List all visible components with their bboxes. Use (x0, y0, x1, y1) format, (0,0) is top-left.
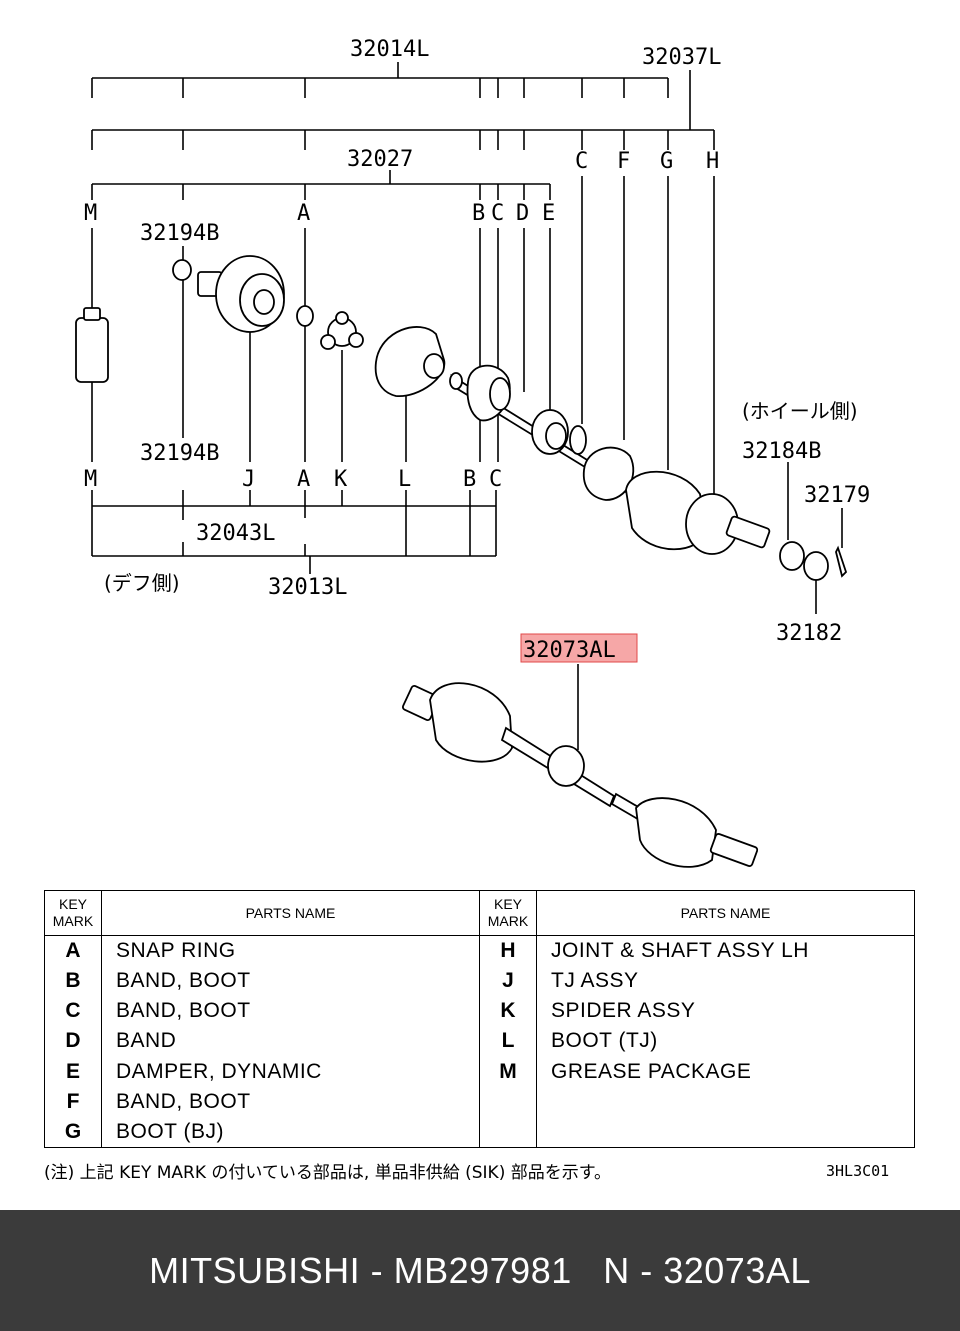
damper-part (531, 409, 569, 455)
table-row: E DAMPER, DYNAMIC M GREASE PACKAGE (44, 1056, 915, 1087)
snap-ring-part (296, 305, 314, 327)
label-32073al: 32073AL (523, 638, 616, 663)
exploded-parts (75, 255, 848, 581)
key-top-h: H (706, 149, 719, 174)
label-32194b-bottom: 32194B (140, 441, 219, 466)
key-cell: F (44, 1086, 102, 1117)
label-32013l: 32013L (268, 575, 347, 600)
table-row: A SNAP RING H JOINT & SHAFT ASSY LH (44, 935, 915, 967)
key-cell (479, 1086, 537, 1117)
key-cell: L (479, 1026, 537, 1057)
label-32037l: 32037L (642, 45, 721, 70)
assembled-shaft (401, 682, 759, 868)
parts-name-cell: BOOT (BJ) (101, 1116, 480, 1148)
key-top-c2: C (575, 149, 588, 174)
diff-side-label: (デフ側) (104, 571, 180, 595)
diagram-code: 3HL3C01 (826, 1162, 890, 1180)
key-cell: D (44, 1026, 102, 1057)
key-top-e: E (542, 201, 555, 226)
parts-name-cell: SNAP RING (101, 935, 480, 967)
parts-name-cell: DAMPER, DYNAMIC (101, 1056, 480, 1087)
part-number-banner: MITSUBISHI - MB297981 N - 32073AL (0, 1210, 960, 1331)
label-32027: 32027 (347, 147, 413, 172)
label-32014l: 32014L (350, 37, 429, 62)
washer-part (779, 541, 805, 571)
key-cell: A (44, 935, 102, 967)
labels: 32014L 32037L 32027 M A B C D E C F G H … (84, 37, 870, 663)
key-cell: B (44, 966, 102, 997)
joint-part (685, 493, 771, 555)
key-top-d: D (516, 201, 529, 226)
key-bottom-b: B (463, 467, 476, 492)
key-top-g: G (660, 149, 673, 174)
key-bottom-c: C (489, 467, 502, 492)
label-32043l: 32043L (196, 521, 275, 546)
ring-32194b (172, 259, 192, 281)
key-bottom-a: A (297, 467, 310, 492)
tj-housing-part (197, 255, 285, 333)
highlight-box (520, 633, 638, 663)
table-row: G BOOT (BJ) (44, 1116, 915, 1148)
parts-name-cell: BAND, BOOT (101, 996, 480, 1027)
key-cell: E (44, 1056, 102, 1087)
key-bottom-k: K (334, 467, 348, 492)
nut-part (803, 551, 829, 581)
parts-name-cell: BAND (101, 1026, 480, 1057)
key-cell: G (44, 1116, 102, 1148)
key-bottom-m: M (84, 467, 97, 492)
key-cell: J (479, 966, 537, 997)
parts-name-cell: BAND, BOOT (101, 1086, 480, 1117)
key-cell (479, 1116, 537, 1148)
table-row: F BAND, BOOT (44, 1086, 915, 1117)
label-32182: 32182 (776, 621, 842, 646)
table-row: C BAND, BOOT K SPIDER ASSY (44, 996, 915, 1027)
parts-name-cell: JOINT & SHAFT ASSY LH (536, 935, 915, 967)
label-32194b-top: 32194B (140, 221, 219, 246)
spider-part (320, 311, 364, 350)
wheel-side-label: (ホイール側) (742, 399, 858, 423)
footnote: (注) 上記 KEY MARK の付いている部品は, 単品非供給 (SIK) 部… (44, 1163, 612, 1183)
key-cell: C (44, 996, 102, 1027)
boot-tj-part (374, 326, 446, 397)
header-parts-name-right: PARTS NAME (536, 890, 915, 936)
parts-diagram: 32014L 32037L 32027 M A B C D E C F G H … (75, 37, 870, 868)
key-bottom-j: J (242, 467, 255, 492)
parts-name-cell (536, 1086, 915, 1117)
key-top-b: B (472, 201, 485, 226)
key-top-c: C (491, 201, 504, 226)
top-brackets (91, 62, 715, 200)
label-32184b: 32184B (742, 439, 821, 464)
table-row: D BAND L BOOT (TJ) (44, 1026, 915, 1057)
parts-name-cell: BAND, BOOT (101, 966, 480, 997)
table-row: B BAND, BOOT J TJ ASSY (44, 966, 915, 997)
key-bottom-l: L (398, 467, 411, 492)
key-cell: M (479, 1056, 537, 1087)
parts-name-cell (536, 1116, 915, 1148)
leader-lines (91, 176, 843, 750)
parts-name-cell: BOOT (TJ) (536, 1026, 915, 1057)
key-top-a: A (297, 201, 310, 226)
key-cell: K (479, 996, 537, 1027)
label-32179: 32179 (804, 483, 870, 508)
key-top-m: M (84, 201, 97, 226)
grease-package-part (75, 307, 109, 383)
parts-name-cell: TJ ASSY (536, 966, 915, 997)
parts-name-cell: GREASE PACKAGE (536, 1056, 915, 1087)
bottom-brackets (91, 490, 497, 574)
key-top-f: F (617, 149, 630, 174)
key-cell: H (479, 935, 537, 967)
pin-part (835, 545, 848, 578)
part-number-text: MITSUBISHI - MB297981 N - 32073AL (149, 1249, 811, 1291)
header-parts-name-left: PARTS NAME (101, 890, 480, 936)
parts-name-cell: SPIDER ASSY (536, 996, 915, 1027)
